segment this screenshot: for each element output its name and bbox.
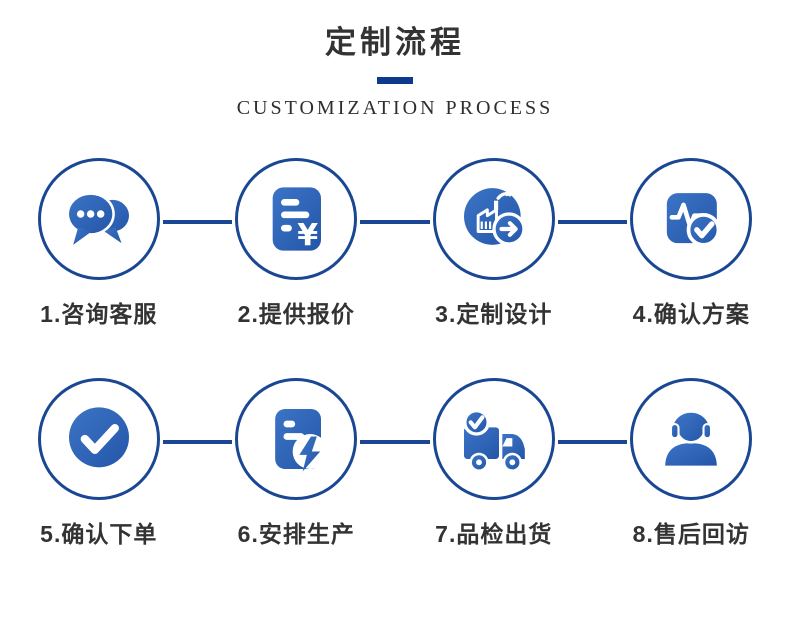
step-4-circle [630,158,753,281]
step-2-quote: ¥ 2.提供报价 [198,158,396,329]
order-check-icon [68,407,129,468]
step-3-design: 3.定制设计 [395,158,593,329]
step-4-plan: 4.确认方案 [593,158,790,329]
step-label: 3.定制设计 [435,301,553,328]
step-7-circle [432,378,555,501]
step-label: 1.咨询客服 [40,301,158,328]
step-5-order: 5.确认下单 [0,378,198,549]
connector-line [557,220,628,225]
connector-line [162,220,233,225]
chat-icon [66,192,129,252]
step-3-circle [432,158,555,281]
step-6-circle [235,378,358,501]
title-underline [377,77,413,85]
yuan-symbol: ¥ [297,218,318,253]
step-5-circle [37,378,160,501]
process-diagram: 1.咨询客服 ¥ [0,158,790,549]
step-label: 7.品检出货 [435,521,553,548]
quote-document-icon: ¥ [272,187,322,253]
delivery-truck-icon [462,409,525,473]
step-label: 5.确认下单 [40,521,158,548]
plan-check-icon [667,193,721,247]
page-subtitle: CUSTOMIZATION PROCESS [236,97,554,120]
headset-support-icon [665,412,718,466]
step-label: 8.售后回访 [632,521,750,548]
connector-line [162,440,233,445]
step-label: 2.提供报价 [237,301,355,328]
step-6-production: 6.安排生产 [198,378,396,549]
step-7-shipping: 7.品检出货 [395,378,593,549]
step-2-circle: ¥ [235,158,358,281]
page-title: 定制流程 [325,25,465,60]
process-row-1: 1.咨询客服 ¥ [0,158,790,329]
step-label: 6.安排生产 [237,521,355,548]
step-1-circle [37,158,160,281]
connector-line [360,220,430,225]
process-row-2: 5.确认下单 [0,378,790,549]
production-document-icon [275,409,328,472]
step-1-consult: 1.咨询客服 [0,158,198,329]
header: 定制流程 CUSTOMIZATION PROCESS [0,0,790,120]
step-label: 4.确认方案 [632,301,750,328]
connector-line [557,440,628,445]
connector-line [360,440,430,445]
step-8-aftersales: 8.售后回访 [593,378,790,549]
custom-design-icon [463,188,526,246]
step-8-circle [630,378,753,501]
